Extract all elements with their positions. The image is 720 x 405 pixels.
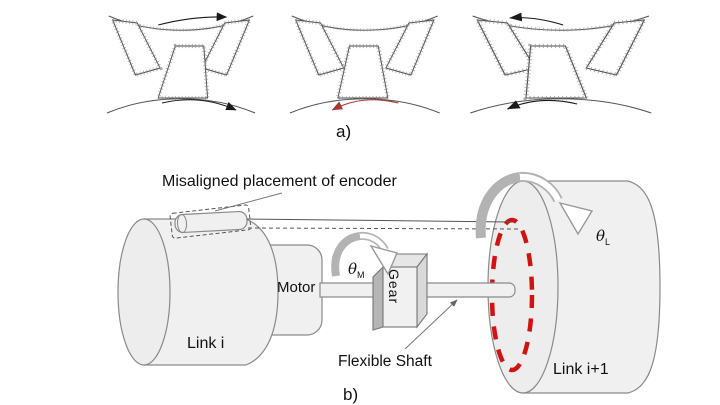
link-i-label: Link i [187,335,225,352]
flexible-shaft-label: Flexible Shaft [338,353,432,370]
theta-m-open-arrowhead [369,244,398,276]
bottom-tooth-leaning-right [157,45,209,99]
top-rim-hatch [502,22,620,32]
link-i1-label: Link i+1 [553,361,609,378]
reverse-rotation-arrow-red [331,99,399,111]
theta-l-symbol: θ [596,227,606,245]
theta-l-ribbon-gray [475,172,521,239]
gear-label: Gear [386,269,402,305]
theta-l-open-arrowhead [558,201,594,236]
link-i-end-cap [117,218,171,366]
theta-m-rotation-arrow [331,231,398,277]
encoder-misaligned-dashed-outline [169,204,252,239]
flexible-shaft-leader-arrow [404,299,458,350]
gear-mesh-right [470,12,652,114]
rotation-arrow-bottom [506,99,578,110]
link-i1-body [522,180,661,394]
top-tooth-left-hatch [109,17,164,78]
top-tooth-right-hatch [582,17,649,78]
encoder-body [174,210,248,234]
theta-m-label: θM [348,260,365,280]
panel-a-gear-diagrams [106,12,652,114]
encoder-note-leader-line [214,192,283,212]
encoder-axis-solid-line [246,218,513,223]
top-tooth-left-hatch [292,17,347,78]
encoder-axis-dashed-line [247,227,519,230]
bottom-gear-rim [470,98,652,114]
panel-a-label: a) [336,122,352,141]
motor-label: Motor [277,279,316,296]
encoder-note-label: Misaligned placement of encoder [162,173,397,190]
link-i-body [143,218,279,366]
bottom-tooth-leaning-left [525,45,588,99]
theta-l-ribbon-white [519,173,561,202]
gear-box-front-face [382,266,418,328]
theta-l-rotation-arrow [475,171,594,239]
gear-mesh-left [106,12,256,114]
rotation-arrow-bottom [161,99,237,111]
encoder-assembly [169,192,283,239]
gear-box [372,252,429,331]
panel-b-schematic [117,171,661,394]
theta-l-subscript: L [605,237,611,247]
flexible-shaft [417,282,516,298]
gear-mesh-middle [289,15,440,114]
gear-box-left-face [372,265,384,331]
theta-m-symbol: θ [348,260,358,278]
top-tooth-right-hatch [198,17,253,78]
misalignment-red-dashed-ellipse [489,217,535,373]
theta-l-label: θL [596,227,610,247]
bottom-tooth-hatch [523,43,590,101]
bottom-gear-rim [106,98,256,114]
bottom-gear-rim [289,98,440,114]
theta-m-ribbon-white [359,233,388,252]
bottom-tooth-centered [337,45,389,99]
top-rim-hatch [316,22,414,32]
panel-b-label: b) [343,385,359,404]
top-tooth-right-hatch [382,17,438,78]
theta-m-subscript: M [357,270,365,280]
rotation-arrow-top [158,12,228,26]
top-rim-hatch [133,22,229,32]
gear-box-right-face [416,252,428,329]
rotation-arrow-top [509,12,564,26]
theta-m-ribbon-gray [331,232,361,277]
encoder-end-cap [177,214,188,234]
